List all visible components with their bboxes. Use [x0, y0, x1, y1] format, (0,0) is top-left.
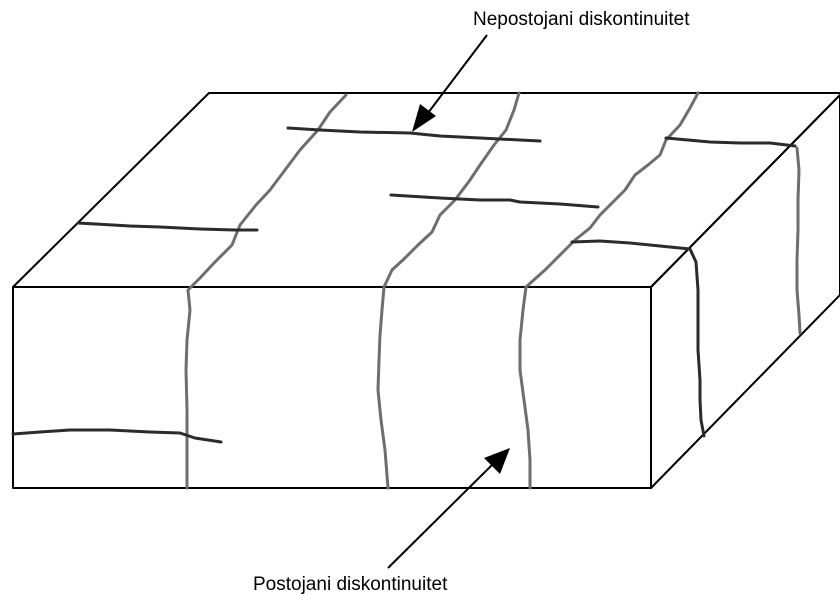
arrow-persistent-head [484, 448, 510, 474]
persistent-discontinuities [184, 91, 802, 490]
non-persistent-crack-3 [389, 193, 600, 209]
annotation-persistent: Postojani diskontinuitet [253, 448, 510, 595]
non-persistent-crack-2 [76, 221, 259, 232]
label-persistent: Postojani diskontinuitet [253, 574, 448, 595]
block-side-face [650, 94, 840, 489]
persistent-crack-2 [376, 91, 521, 490]
rock-block [12, 92, 840, 489]
persistent-crack-3 [518, 91, 700, 490]
persistent-crack-side [795, 146, 802, 335]
arrow-persistent-line [387, 463, 494, 569]
arrow-non-persistent-head [412, 104, 436, 132]
label-non-persistent: Nepostojani diskontinuitet [473, 9, 690, 30]
block-front-face [12, 286, 652, 489]
non-persistent-discontinuities [11, 126, 797, 444]
arrow-non-persistent-line [427, 34, 488, 114]
non-persistent-crack-1 [286, 126, 542, 143]
non-persistent-crack-6 [11, 428, 223, 444]
annotation-non-persistent: Nepostojani diskontinuitet [412, 9, 690, 132]
non-persistent-crack-5 [570, 239, 706, 438]
non-persistent-crack-4 [664, 136, 797, 148]
persistent-crack-1 [184, 93, 348, 490]
